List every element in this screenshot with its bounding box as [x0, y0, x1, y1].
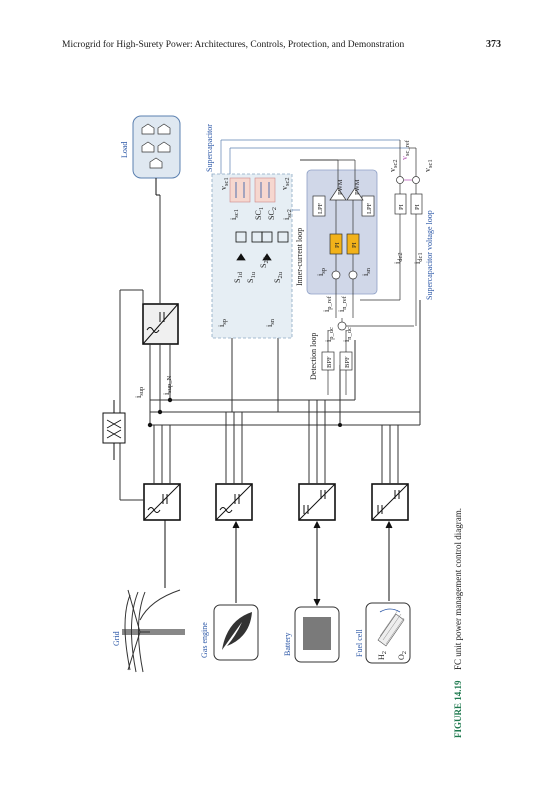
inner-i-sp: isp	[316, 268, 327, 276]
voltage-sum-lower	[412, 176, 420, 184]
caption-text: FC unit power management control diagram…	[453, 508, 463, 670]
lpf-block-lower	[361, 195, 375, 217]
fuel-cell-icon	[377, 608, 405, 647]
sc-s2d: S2d	[259, 256, 270, 268]
pwm-comparator-lower	[346, 187, 364, 201]
fuel-cell-o2: O2	[397, 651, 408, 660]
sum-junction-upper	[331, 270, 341, 280]
load-house-icon	[141, 123, 171, 169]
sc-v-sc1: vsc1	[219, 177, 230, 190]
capacitor-sc2	[254, 177, 276, 203]
page-number: 373	[486, 39, 501, 50]
inner-i-p-ref: ip_ref	[322, 295, 333, 312]
bpf-label-lower: BPF	[344, 356, 351, 368]
gas-engine-leaf-icon	[222, 612, 252, 650]
supercapacitor-title: Supercapacitor	[205, 124, 214, 172]
fuel-cell-h2: H2	[377, 651, 388, 660]
sc-v-sc2: vsc2	[280, 177, 291, 190]
sc-sc2: SC2	[267, 207, 278, 220]
running-head: Microgrid for High-Surety Power: Archite…	[62, 40, 405, 50]
voltage-loop-title: Supercapacitor voltage loop	[425, 210, 434, 300]
sc-sc1: SC1	[254, 207, 265, 220]
voltage-v-sc-ref: vsc_ref	[400, 139, 411, 160]
inner-i-n-ref: in_ref	[337, 295, 348, 312]
sc-s2u: S2u	[273, 271, 284, 283]
bpf-label-upper: BPF	[326, 356, 333, 368]
detection-i-p-dc: ip_dc	[324, 327, 335, 342]
caption-label: FIGURE 14.19	[453, 680, 463, 738]
lpf-label-upper: LPF	[317, 202, 324, 214]
voltage-i-dc1: idc1	[413, 252, 424, 264]
pi-label-upper: PI	[334, 242, 341, 248]
switch-devices	[235, 231, 289, 261]
bus-current-i-sup: isup	[134, 387, 145, 398]
transmission-tower-icon	[122, 589, 185, 673]
lpf-label-lower: LPF	[366, 202, 373, 214]
load-label: Load	[120, 142, 129, 158]
transformer-icon	[102, 400, 126, 460]
battery-label: Battery	[283, 632, 292, 656]
pwm-comparator-upper	[329, 187, 347, 201]
battery-icon	[303, 617, 331, 650]
sc-i-sc1: isc1	[229, 209, 240, 220]
sc-i-sc2: isc2	[282, 209, 293, 220]
voltage-pi-label-lower: PI	[414, 204, 421, 210]
sum-junction-lower	[348, 270, 358, 280]
sc-i-sn: isn	[265, 318, 276, 327]
voltage-v-sc2: vsc2	[388, 159, 399, 172]
supercapacitor-panel	[211, 173, 293, 339]
sum-junction-detection	[337, 321, 347, 331]
sc-s1d: S1d	[233, 271, 244, 283]
voltage-pi-block-lower	[410, 193, 423, 215]
lpf-block-upper	[312, 195, 326, 217]
inner-loop-title: Inner-current loop	[295, 228, 304, 286]
pi-label-lower: PI	[351, 242, 358, 248]
bus-current-i-sup-n: isup_N	[162, 375, 173, 395]
voltage-pi-block-upper	[394, 193, 407, 215]
sc-s1u: S1u	[246, 271, 257, 283]
grid-label: Grid	[112, 631, 121, 646]
gas-engine-label: Gas engine	[200, 622, 209, 658]
sc-i-sp: isp	[217, 319, 228, 327]
pwm-label-lower: PWM	[354, 179, 361, 195]
voltage-i-dc2: idc2	[393, 252, 404, 264]
inner-i-sn: isn	[361, 267, 372, 276]
detection-i-n-dc: in_dc	[342, 327, 353, 342]
fuel-cell-label: Fuel cell	[355, 628, 364, 657]
voltage-sum-upper	[396, 176, 404, 184]
detection-loop-title: Detection loop	[309, 333, 318, 380]
capacitor-sc1	[229, 177, 251, 203]
voltage-pi-label-upper: PI	[398, 204, 405, 210]
pwm-label-upper: PWM	[337, 179, 344, 195]
load-panel	[132, 115, 181, 179]
voltage-v-sc1: vsc1	[423, 159, 434, 172]
